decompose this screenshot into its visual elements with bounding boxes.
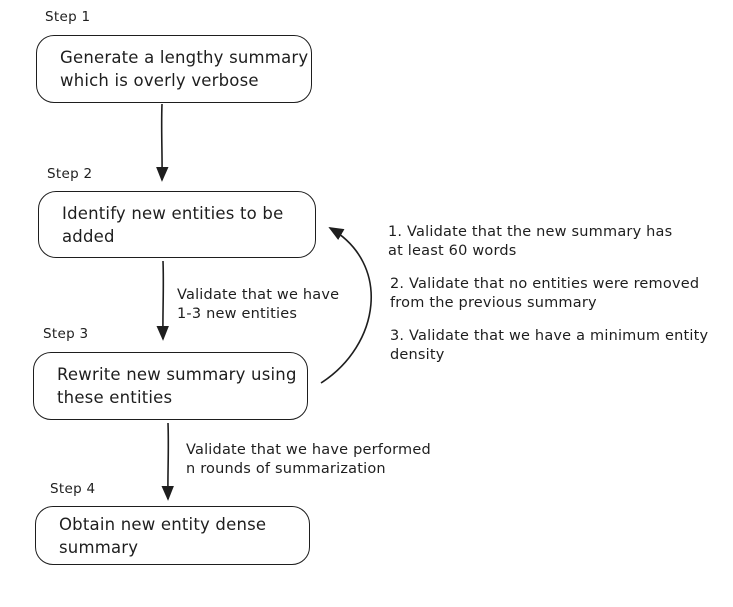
arrow-label-entities-line-2: 1-3 new entities xyxy=(177,306,298,322)
arrow-label-rounds: Validate that we have performed n rounds… xyxy=(186,441,431,479)
step-3-text-line-2: these entities xyxy=(57,388,173,407)
step-4-text-line-2: summary xyxy=(59,537,139,557)
step-3-text-line-1: Rewrite new summary using xyxy=(57,365,297,384)
step-3-box: Rewrite new summary using these entities xyxy=(33,352,308,420)
side-note-3-line-2: density xyxy=(390,346,445,363)
arrow-label-rounds-line-2: n rounds of summarization xyxy=(186,461,386,477)
side-note-2-line-1: 2. Validate that no entities were remove… xyxy=(390,276,700,292)
arrow-label-rounds-line-1: Validate that we have performed xyxy=(186,442,431,458)
step-2-text-line-1: Identify new entities to be xyxy=(62,203,284,223)
arrow-label-entities-line-1: Validate that we have xyxy=(177,287,340,303)
step-3-label: Step 3 xyxy=(43,326,89,342)
side-note-3: 3. Validate that we have a minimum entit… xyxy=(390,327,708,364)
side-note-1: 1. Validate that the new summary has at … xyxy=(388,223,672,260)
step-1-label: Step 1 xyxy=(45,9,91,25)
side-note-2-line-2: from the previous summary xyxy=(390,294,597,311)
step-2-label: Step 2 xyxy=(47,166,93,182)
side-note-1-line-1: 1. Validate that the new summary has xyxy=(388,224,673,240)
step-1-box: Generate a lengthy summary which is over… xyxy=(36,35,312,103)
step-4-label: Step 4 xyxy=(50,481,96,497)
step-4-text-line-1: Obtain new entity dense xyxy=(59,514,267,534)
side-note-2: 2. Validate that no entities were remove… xyxy=(390,275,699,312)
step-4-box: Obtain new entity dense summary xyxy=(35,506,310,565)
step-1-text-line-1: Generate a lengthy summary xyxy=(60,48,309,67)
side-note-1-line-2: at least 60 words xyxy=(388,242,517,259)
side-note-3-line-1: 3. Validate that we have a minimum entit… xyxy=(390,328,709,344)
arrow-label-entities: Validate that we have 1-3 new entities xyxy=(177,286,339,324)
step-2-box: Identify new entities to be added xyxy=(38,191,316,258)
step-2-text-line-2: added xyxy=(62,226,115,246)
step-1-text-line-2: which is overly verbose xyxy=(60,71,259,90)
